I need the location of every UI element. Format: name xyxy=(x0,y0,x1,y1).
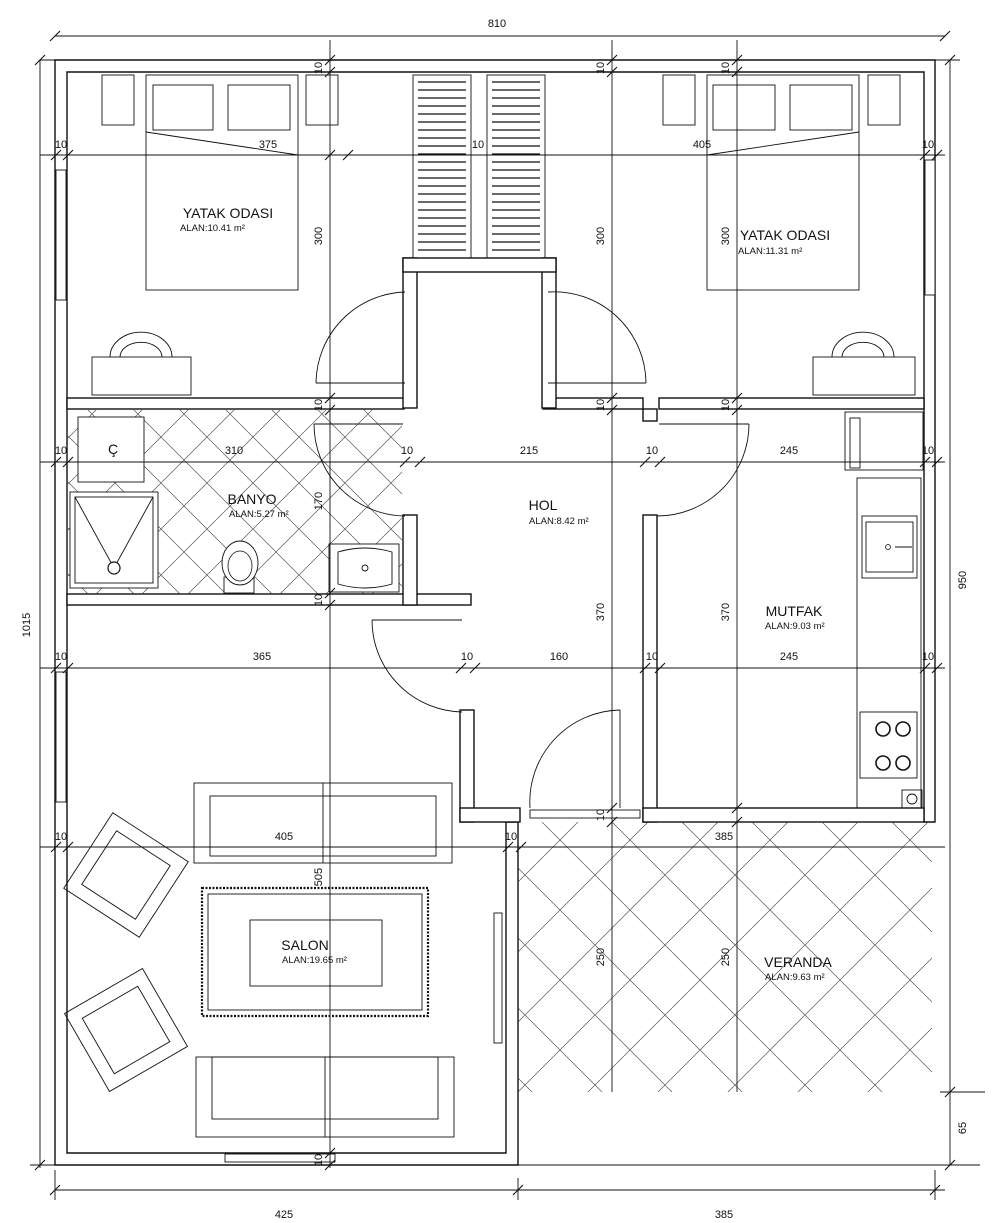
doors xyxy=(313,291,750,809)
interior-walls xyxy=(66,257,925,823)
dimension-labels: 810 1015 950 65 425 385 10 375 10 405 10… xyxy=(21,18,969,1221)
dim-row1-top: 10 xyxy=(313,62,325,74)
dim-row2: 10 xyxy=(401,445,413,457)
veranda-area: ALAN:9.63 m² xyxy=(765,972,825,983)
dim-row3: 10 xyxy=(646,651,658,663)
dim-row4: 10 xyxy=(55,831,67,843)
dim-row2-top: 10 xyxy=(595,399,607,411)
dim-row1: 10 xyxy=(922,139,934,151)
dim-row2: 215 xyxy=(520,445,538,457)
laundry-label: Ç xyxy=(108,441,118,457)
bathroom-area: ALAN:5.27 m² xyxy=(229,509,289,520)
veranda-name: VERANDA xyxy=(764,954,832,970)
dim-bottom-mid: 10 xyxy=(313,1154,325,1166)
dim-row1-vert: 300 xyxy=(313,227,325,245)
dim-row3: 10 xyxy=(55,651,67,663)
kitchen-area: ALAN:9.03 m² xyxy=(765,621,825,632)
dim-bottom-left: 425 xyxy=(275,1209,293,1221)
dim-row1: 10 xyxy=(472,139,484,151)
dim-row3: 245 xyxy=(780,651,798,663)
dim-row4-vert: 250 xyxy=(720,948,732,966)
living-name: SALON xyxy=(281,937,328,953)
dim-row2-vert: 170 xyxy=(313,492,325,510)
wardrobe xyxy=(412,74,546,259)
dim-row4: 10 xyxy=(505,831,517,843)
dim-row3-top: 10 xyxy=(313,594,325,606)
dim-row1: 375 xyxy=(259,139,277,151)
bedroom2-name: YATAK ODASI xyxy=(740,227,830,243)
dim-row4: 385 xyxy=(715,831,733,843)
dim-row2: 10 xyxy=(55,445,67,457)
dim-row2-top: 10 xyxy=(720,399,732,411)
dim-row4: 405 xyxy=(275,831,293,843)
dim-row1-top: 10 xyxy=(595,62,607,74)
dim-row1-top: 10 xyxy=(720,62,732,74)
bedroom1-name: YATAK ODASI xyxy=(183,205,273,221)
dim-row2: 310 xyxy=(225,445,243,457)
dim-top-total: 810 xyxy=(488,18,506,30)
hall-name: HOL xyxy=(529,497,558,513)
room-labels: YATAK ODASI ALAN:10.41 m² YATAK ODASI AL… xyxy=(108,205,833,983)
bedroom1-area: ALAN:10.41 m² xyxy=(180,223,245,234)
dim-row1-vert: 300 xyxy=(720,227,732,245)
bathroom-name: BANYO xyxy=(227,491,276,507)
living-furniture xyxy=(63,782,503,1138)
kitchen-fixtures xyxy=(844,411,924,809)
bedroom2-furniture xyxy=(662,74,916,396)
dimension-lines xyxy=(30,30,985,1200)
living-area: ALAN:19.65 m² xyxy=(282,955,347,966)
dim-bottom-right: 385 xyxy=(715,1209,733,1221)
dim-row4-vert: 505 xyxy=(313,868,325,886)
dim-row3: 10 xyxy=(461,651,473,663)
dim-row1: 405 xyxy=(693,139,711,151)
dim-row4-vert: 250 xyxy=(595,948,607,966)
dim-left-total: 1015 xyxy=(21,613,33,637)
kitchen-name: MUTFAK xyxy=(766,603,823,619)
dim-row3: 160 xyxy=(550,651,568,663)
dim-right-small: 65 xyxy=(957,1122,969,1134)
dim-row3: 365 xyxy=(253,651,271,663)
dim-row1-vert: 300 xyxy=(595,227,607,245)
dim-row4-top: 10 xyxy=(595,809,607,821)
windows xyxy=(55,159,936,1163)
bathroom-fixtures xyxy=(69,416,400,594)
dim-row2: 245 xyxy=(780,445,798,457)
dim-row2: 10 xyxy=(922,445,934,457)
veranda-tile-floor xyxy=(518,822,932,1092)
bedroom2-area: ALAN:11.31 m² xyxy=(738,246,802,257)
dim-row3-vert: 370 xyxy=(595,603,607,621)
dim-row3-vert: 370 xyxy=(720,603,732,621)
hall-area: ALAN:8.42 m² xyxy=(529,516,589,527)
bedroom1-furniture xyxy=(91,74,339,396)
dim-row3: 10 xyxy=(922,651,934,663)
dim-right-total: 950 xyxy=(957,571,969,589)
dim-row2-top: 10 xyxy=(313,399,325,411)
dim-row2: 10 xyxy=(646,445,658,457)
dim-row1: 10 xyxy=(55,139,67,151)
